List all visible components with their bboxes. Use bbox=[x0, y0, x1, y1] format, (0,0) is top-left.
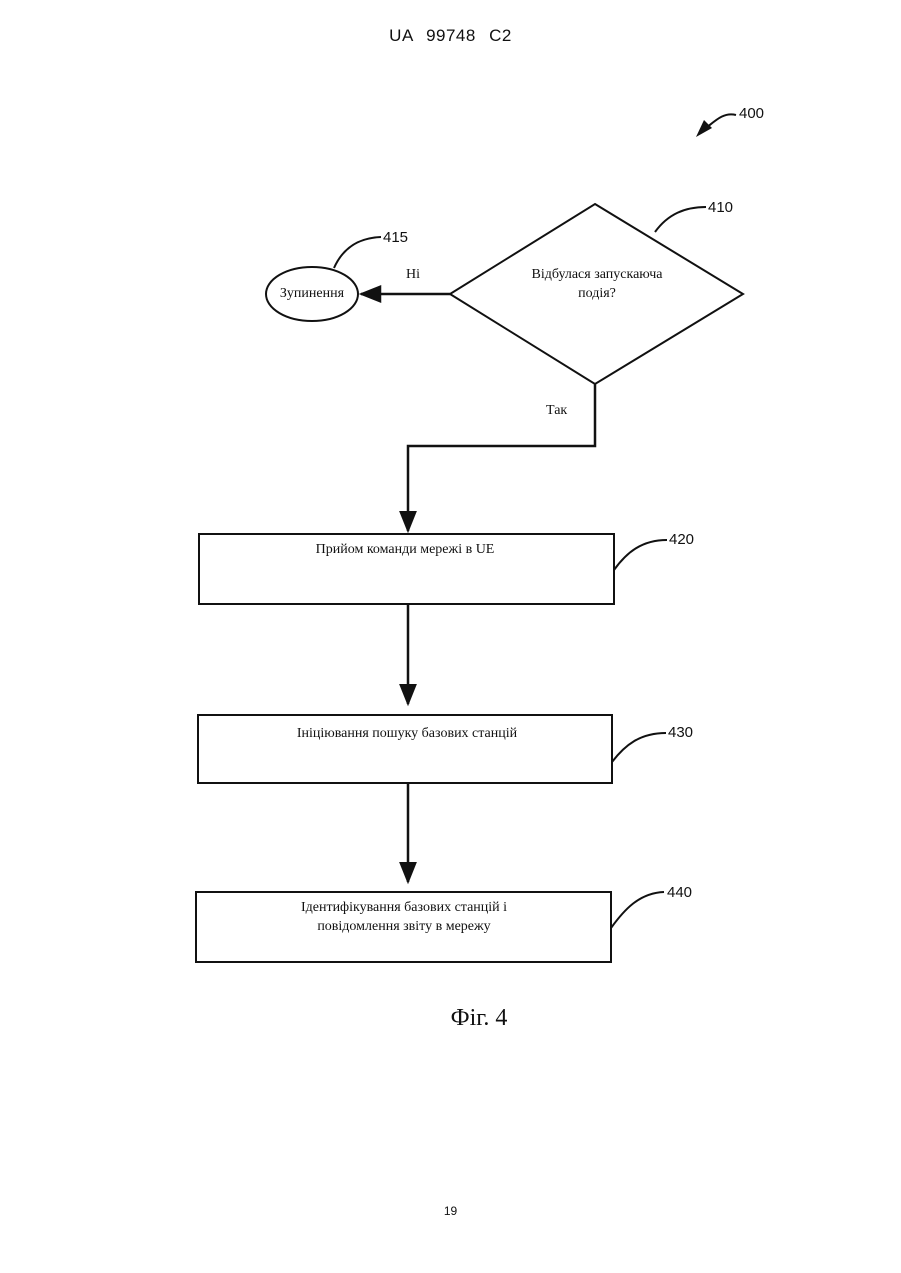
decision-ref-label: 410 bbox=[708, 199, 733, 216]
process-ref-label-430: 430 bbox=[668, 724, 693, 741]
stop-ref-leader bbox=[334, 237, 381, 268]
stop-label: Зупинення bbox=[280, 286, 345, 301]
figure-reference-400: 400 bbox=[696, 105, 764, 137]
stop-node-415: Зупинення 415 bbox=[266, 229, 408, 321]
process-label-430: Ініціювання пошуку базових станцій bbox=[297, 726, 518, 741]
edge-no: Ні bbox=[361, 267, 450, 294]
process-node-420: Прийом команди мережі в UE 420 bbox=[199, 531, 694, 604]
decision-label-line1: Відбулася запускаюча bbox=[532, 267, 664, 282]
process-ref-leader-440 bbox=[611, 892, 664, 928]
process-label-440-line2: повідомлення звіту в мережу bbox=[317, 919, 490, 934]
process-ref-label-420: 420 bbox=[669, 531, 694, 548]
figure-caption: Фіг. 4 bbox=[451, 1005, 508, 1031]
stop-ref-label: 415 bbox=[383, 229, 408, 246]
process-node-430: Ініціювання пошуку базових станцій 430 bbox=[198, 715, 693, 783]
figure-ref-leader bbox=[706, 114, 736, 128]
process-ref-label-440: 440 bbox=[667, 884, 692, 901]
decision-label-line2: подія? bbox=[578, 286, 616, 301]
page-number: 19 bbox=[0, 1204, 901, 1218]
edge-no-label: Ні bbox=[406, 267, 420, 282]
process-node-440: Ідентифікування базових станцій і повідо… bbox=[196, 884, 692, 962]
edge-yes: Так bbox=[408, 384, 595, 531]
edge-yes-label: Так bbox=[546, 403, 567, 418]
decision-node-410: Відбулася запускаюча подія? 410 bbox=[450, 199, 743, 384]
decision-ref-leader bbox=[655, 207, 706, 232]
process-ref-leader-420 bbox=[614, 540, 667, 570]
figure-ref-arrow-icon bbox=[696, 120, 712, 137]
figure-ref-label: 400 bbox=[739, 105, 764, 122]
process-label-420: Прийом команди мережі в UE bbox=[316, 542, 495, 557]
process-ref-leader-430 bbox=[612, 733, 666, 762]
process-label-440-line1: Ідентифікування базових станцій і bbox=[301, 900, 507, 915]
